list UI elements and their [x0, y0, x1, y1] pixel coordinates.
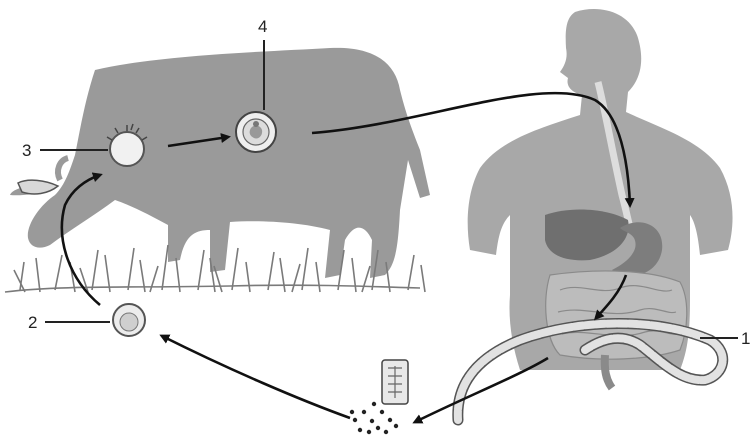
label-4: 4 — [258, 18, 267, 35]
egg-stage — [113, 304, 145, 336]
cow-horn — [18, 180, 58, 194]
label-2: 2 — [28, 314, 37, 331]
label-3: 3 — [22, 142, 31, 159]
label-1: 1 — [741, 330, 750, 347]
cysticercus-stage — [236, 112, 276, 152]
cow-silhouette — [10, 48, 430, 278]
eggs-in-feces — [350, 402, 398, 434]
proglottid-segment — [382, 360, 408, 404]
arrow-feces-to-egg — [162, 336, 350, 418]
